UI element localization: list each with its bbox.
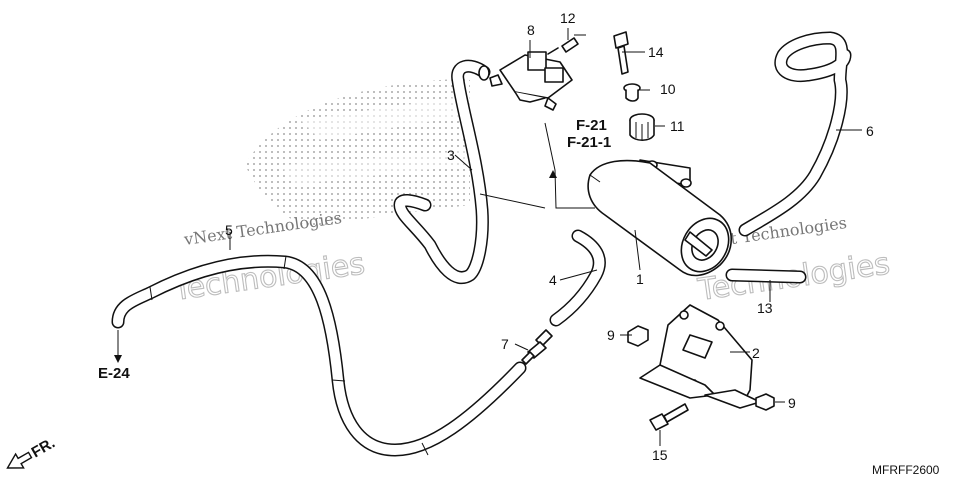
purge-valve (489, 51, 573, 111)
collar-10 (623, 83, 641, 102)
hose-13 (725, 268, 807, 284)
label-part-9: 9 (607, 327, 615, 343)
label-part-5: 5 (225, 222, 233, 238)
clip-nut-9-right (755, 393, 775, 411)
label-part-11: 11 (670, 118, 685, 134)
bolt-14 (613, 31, 629, 75)
label-part-15: 15 (652, 447, 668, 463)
label-part-2: 2 (752, 345, 760, 361)
clip-nut-9-left (627, 325, 649, 347)
label-part-12: 12 (560, 10, 576, 26)
label-part-13: 13 (757, 300, 773, 316)
evap-canister (587, 159, 733, 277)
label-part-1: 1 (636, 271, 644, 287)
label-part-9-right: 9 (788, 395, 796, 411)
ref-f21-1[interactable]: F-21-1 (567, 134, 611, 151)
ref-f21[interactable]: F-21 (576, 117, 607, 134)
hose-4 (549, 229, 606, 327)
leader-lines (114, 28, 862, 446)
hose-5 (111, 254, 527, 457)
hose-6 (738, 31, 852, 237)
label-part-14: 14 (648, 44, 664, 60)
bolt-12 (547, 37, 579, 55)
label-part-8: 8 (527, 22, 535, 38)
wing-logo-background (245, 79, 470, 226)
canister-bracket (639, 304, 761, 409)
hose-3 (393, 59, 491, 285)
svg-text:vNext Technologies: vNext Technologies (182, 208, 343, 249)
front-marker-text: FR. (29, 434, 58, 461)
label-part-4: 4 (549, 272, 557, 288)
grommet-11 (629, 113, 655, 142)
label-part-10: 10 (660, 81, 676, 97)
diagram-code: MFRFF2600 (872, 463, 940, 477)
label-part-7: 7 (501, 336, 509, 352)
joint-7 (521, 329, 553, 365)
bolt-15 (649, 403, 689, 431)
ref-e24[interactable]: E-24 (98, 365, 130, 382)
front-arrow: FR. (6, 434, 58, 469)
label-part-6: 6 (866, 123, 874, 139)
label-part-3: 3 (447, 147, 455, 163)
